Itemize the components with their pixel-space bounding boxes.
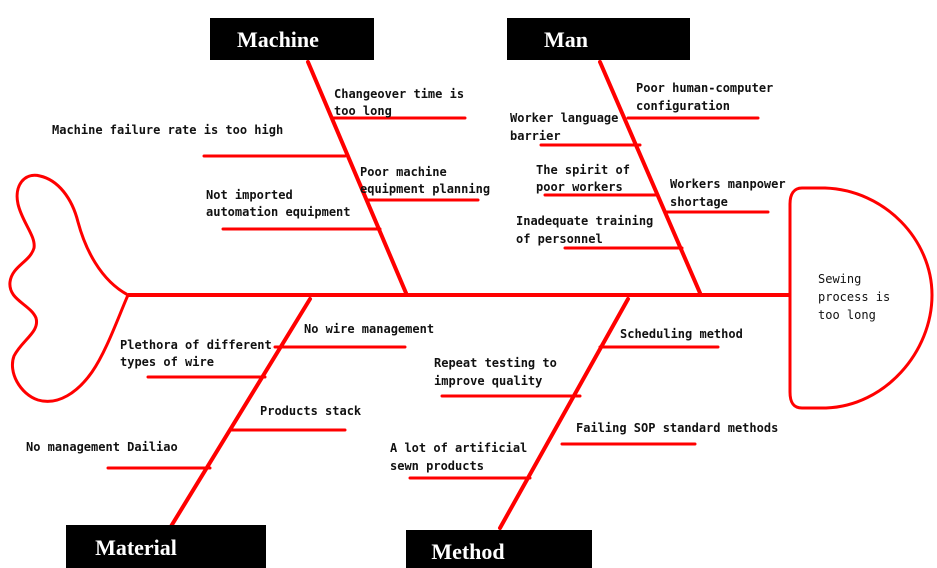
cause-machine-failure: Machine failure rate is too high [52,123,283,137]
bone-material [168,297,312,530]
cause-manpower: Workers manpower shortage [670,177,793,209]
header-method-label: Method [431,539,504,564]
cause-training: Inadequate training of personnel [516,214,661,246]
bone-man [598,60,702,295]
cause-poor-planning: Poor machine equipment planning [360,165,490,196]
effect-label-line-1: Sewing [818,272,861,286]
header-machine: Machine [210,18,374,60]
effect-label-line-3: too long [818,308,876,322]
cause-artificial-sewn: A lot of artificial sewn products [390,441,535,473]
bone-method [498,297,630,530]
header-machine-label: Machine [237,27,319,52]
header-method: Method [406,530,592,568]
cause-plethora-wire: Plethora of different types of wire [120,338,279,369]
cause-products-stack: Products stack [260,404,362,418]
cause-no-wire-mgmt: No wire management [304,322,434,336]
header-material-label: Material [95,535,177,560]
cause-no-mgmt-dailiao: No management Dailiao [26,440,178,454]
header-material: Material [66,525,266,568]
fish-head [788,186,934,410]
bone-machine [306,60,408,295]
effect-label: Sewing process is too long [818,272,897,322]
header-man-label: Man [544,27,588,52]
cause-spirit: The spirit of poor workers [536,163,637,194]
cause-changeover: Changeover time is too long [334,87,471,118]
cause-failing-sop: Failing SOP standard methods [576,421,778,435]
cause-scheduling: Scheduling method [620,327,743,341]
cause-language-barrier: Worker language barrier [510,111,626,143]
cause-repeat-testing: Repeat testing to improve quality [434,356,564,388]
effect-label-line-2: process is [818,290,890,304]
cause-not-imported: Not imported automation equipment [206,188,351,219]
header-man: Man [507,18,690,60]
cause-hci-config: Poor human-computer configuration [636,81,781,113]
fish-tail [8,173,130,403]
